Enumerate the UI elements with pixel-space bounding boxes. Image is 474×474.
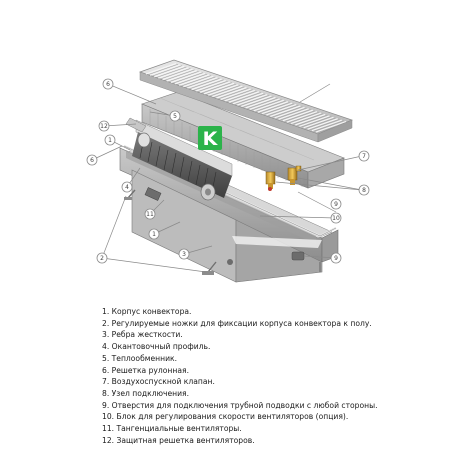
callout-9-bottom: 9 <box>330 252 342 264</box>
svg-text:11: 11 <box>146 211 154 218</box>
logo-letter: K <box>203 128 219 150</box>
legend-item: 1. Корпус конвектора. <box>102 307 192 316</box>
legend-list: 1. Корпус конвектора. 2. Регулируемые но… <box>102 306 378 446</box>
legend-item: 9. Отверстия для подключения трубной под… <box>102 400 378 410</box>
adjustable-feet <box>124 189 321 275</box>
roll-grille <box>138 59 353 143</box>
svg-text:4: 4 <box>125 184 129 191</box>
callout-9: 9 <box>330 198 342 210</box>
legend-item: 4. Окантовочный профиль. <box>102 342 211 352</box>
brand-logo: K <box>198 126 222 150</box>
connection-node <box>265 167 298 191</box>
legend-item: 6. Решетка рулонная. <box>102 365 189 375</box>
legend-item: 7. Воздухоспускной клапан. <box>102 377 215 387</box>
svg-text:6: 6 <box>106 81 110 88</box>
svg-text:12: 12 <box>100 123 108 130</box>
svg-text:2: 2 <box>100 255 104 262</box>
legend-item: 3. Ребра жесткости. <box>102 330 183 340</box>
svg-text:7: 7 <box>362 153 366 160</box>
callout-6-top: 6 <box>102 78 114 90</box>
legend-item: 11. Тангенциальные вентиляторы. <box>102 424 242 434</box>
callout-7: 7 <box>358 150 370 162</box>
heat-exchanger <box>141 91 345 189</box>
callout-6-left: 6 <box>86 154 98 166</box>
callout-3: 3 <box>178 248 190 260</box>
svg-text:10: 10 <box>332 215 340 222</box>
svg-text:3: 3 <box>182 251 186 258</box>
callout-11: 11 <box>144 208 156 220</box>
svg-text:9: 9 <box>334 255 338 262</box>
legend-item: 12. Защитная решетка вентиляторов. <box>102 435 255 445</box>
callout-12: 12 <box>98 120 110 132</box>
callout-8: 8 <box>358 184 370 196</box>
speed-control-block <box>144 187 162 201</box>
callout-5: 5 <box>169 110 181 122</box>
svg-text:1: 1 <box>108 137 112 144</box>
svg-text:8: 8 <box>362 187 366 194</box>
svg-text:9: 9 <box>334 201 338 208</box>
leader-lines <box>91 83 363 273</box>
legend-item: 2. Регулируемые ножки для фиксации корпу… <box>102 318 372 328</box>
callout-1-left: 1 <box>104 134 116 146</box>
callout-4: 4 <box>121 181 133 193</box>
callout-2: 2 <box>96 252 108 264</box>
callout-10: 10 <box>330 212 342 224</box>
svg-text:1: 1 <box>152 231 156 238</box>
tangential-fans <box>125 117 233 201</box>
legend-item: 8. Узел подключения. <box>102 388 189 398</box>
legend-item: 5. Теплообменник. <box>102 353 178 363</box>
legend-item: 10. Блок для регулирования скорости вент… <box>102 412 349 422</box>
svg-text:5: 5 <box>173 113 177 120</box>
callout-1-bottom: 1 <box>148 228 160 240</box>
svg-text:6: 6 <box>90 157 94 164</box>
air-vent-valve <box>295 165 302 172</box>
